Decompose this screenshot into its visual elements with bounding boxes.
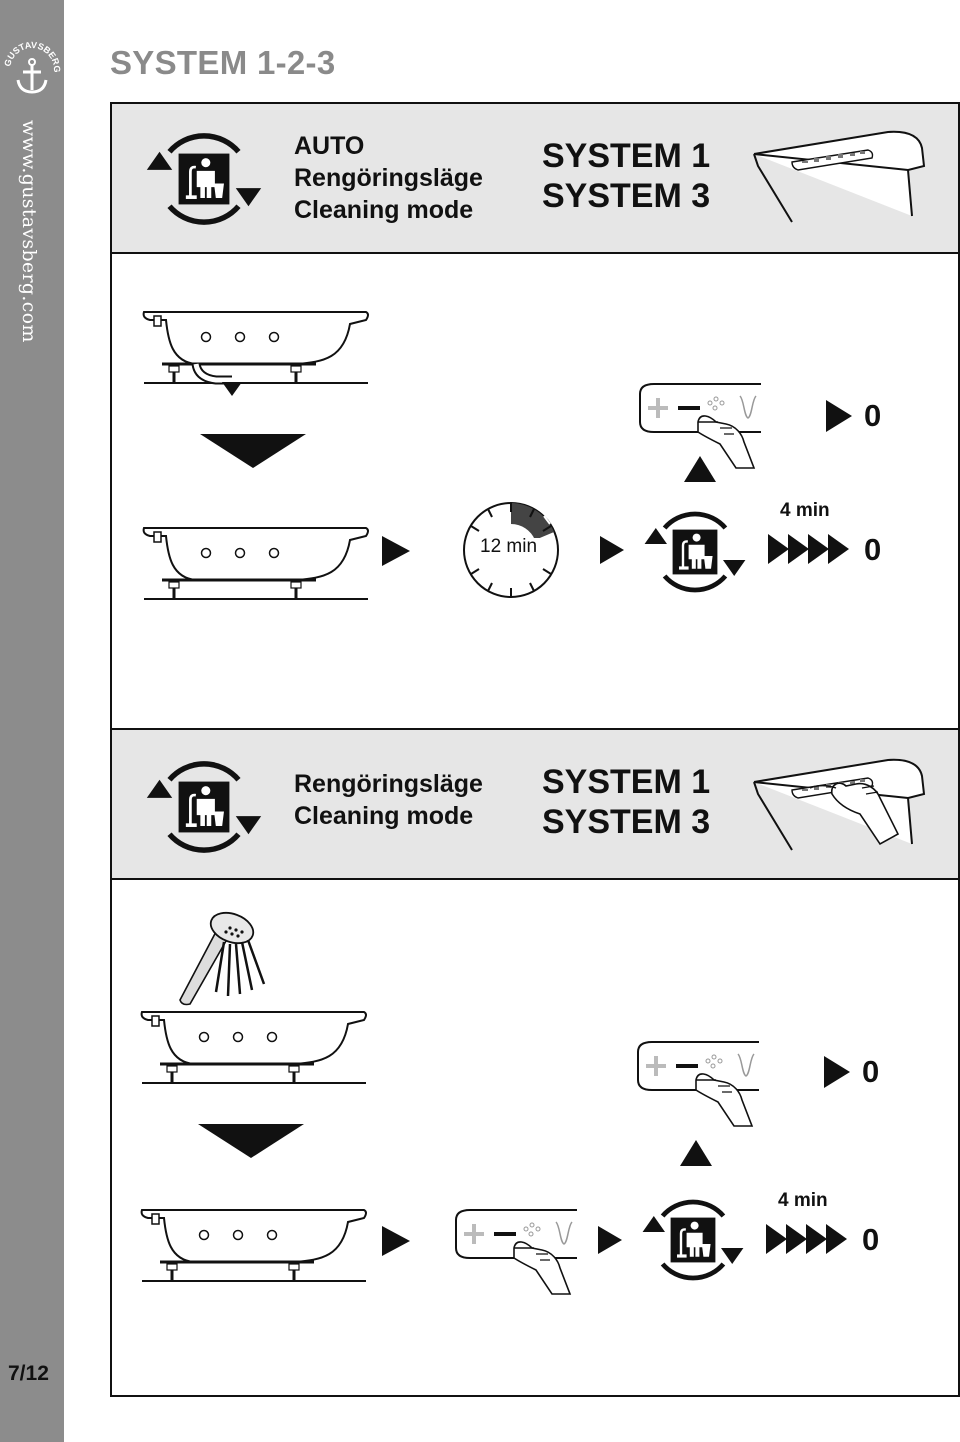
section1-systems: SYSTEM 1 SYSTEM 3 [542, 136, 710, 216]
down-triangle-icon [198, 1124, 304, 1158]
play-arrow-icon [382, 1226, 410, 1256]
cleaning-mode-icon [634, 1188, 752, 1292]
result-value: 0 [862, 1054, 880, 1089]
system-1-label: SYSTEM 1 [542, 763, 711, 801]
play-arrow-icon [598, 1226, 622, 1254]
play-arrow-icon [382, 536, 410, 566]
system-3-label: SYSTEM 3 [542, 803, 711, 841]
page-number: 7/12 [8, 1362, 49, 1385]
cleaning-mode-icon [140, 748, 268, 866]
down-triangle-icon [200, 434, 306, 468]
up-triangle-icon [684, 456, 716, 482]
fast-forward-icon [766, 1224, 847, 1254]
hand-shower-icon [179, 911, 266, 1006]
gustavsberg-anchor-logo: GUSTAVSBERG [2, 40, 62, 94]
play-arrow-icon [826, 400, 852, 432]
control-panel-icon [748, 126, 928, 226]
timer-label: 12 min [480, 536, 538, 557]
filled-bathtub-draining-icon [142, 310, 370, 396]
duration-label: 4 min [780, 500, 830, 521]
duration-label: 4 min [778, 1190, 828, 1211]
section2-systems: SYSTEM 1 SYSTEM 3 [542, 762, 710, 842]
control-panel-hand-icon [748, 744, 928, 864]
timer-icon [463, 502, 559, 598]
page-title: SYSTEM 1-2-3 [110, 44, 336, 81]
section2-mode-text: Rengöringsläge Cleaning mode [294, 768, 483, 832]
result-value: 0 [864, 398, 882, 433]
mode-auto-label: AUTO [294, 132, 365, 160]
mode-english-label: Cleaning mode [294, 196, 474, 224]
sidebar: GUSTAVSBERG www.gustavsberg.com 7/12 [0, 0, 64, 1442]
control-panel-press-icon [452, 1208, 582, 1298]
section2-header: Rengöringsläge Cleaning mode SYSTEM 1 SY… [112, 728, 958, 880]
mode-english-label: Cleaning mode [294, 802, 474, 830]
system-3-label: SYSTEM 3 [542, 177, 711, 215]
bathtub-icon [134, 1000, 374, 1090]
result-value: 0 [862, 1222, 880, 1257]
play-arrow-icon [824, 1056, 850, 1088]
cleaning-mode-icon [636, 500, 754, 604]
section1-mode-text: AUTO Rengöringsläge Cleaning mode [294, 130, 483, 226]
website-url: www.gustavsberg.com [18, 120, 40, 343]
result-value: 0 [864, 532, 882, 567]
mode-swedish-label: Rengöringsläge [294, 164, 483, 192]
empty-bathtub-icon [134, 1198, 374, 1288]
instruction-frame: AUTO Rengöringsläge Cleaning mode SYSTEM… [110, 102, 960, 1397]
play-arrow-icon [600, 536, 624, 564]
empty-bathtub-icon [136, 516, 376, 606]
cleaning-mode-icon [140, 120, 268, 238]
fast-forward-icon [768, 534, 849, 564]
section1-header: AUTO Rengöringsläge Cleaning mode SYSTEM… [112, 104, 958, 254]
system-1-label: SYSTEM 1 [542, 137, 711, 175]
mode-swedish-label: Rengöringsläge [294, 770, 483, 798]
up-triangle-icon [680, 1140, 712, 1166]
control-panel-press-icon [634, 1040, 764, 1130]
control-panel-press-icon [636, 382, 766, 472]
